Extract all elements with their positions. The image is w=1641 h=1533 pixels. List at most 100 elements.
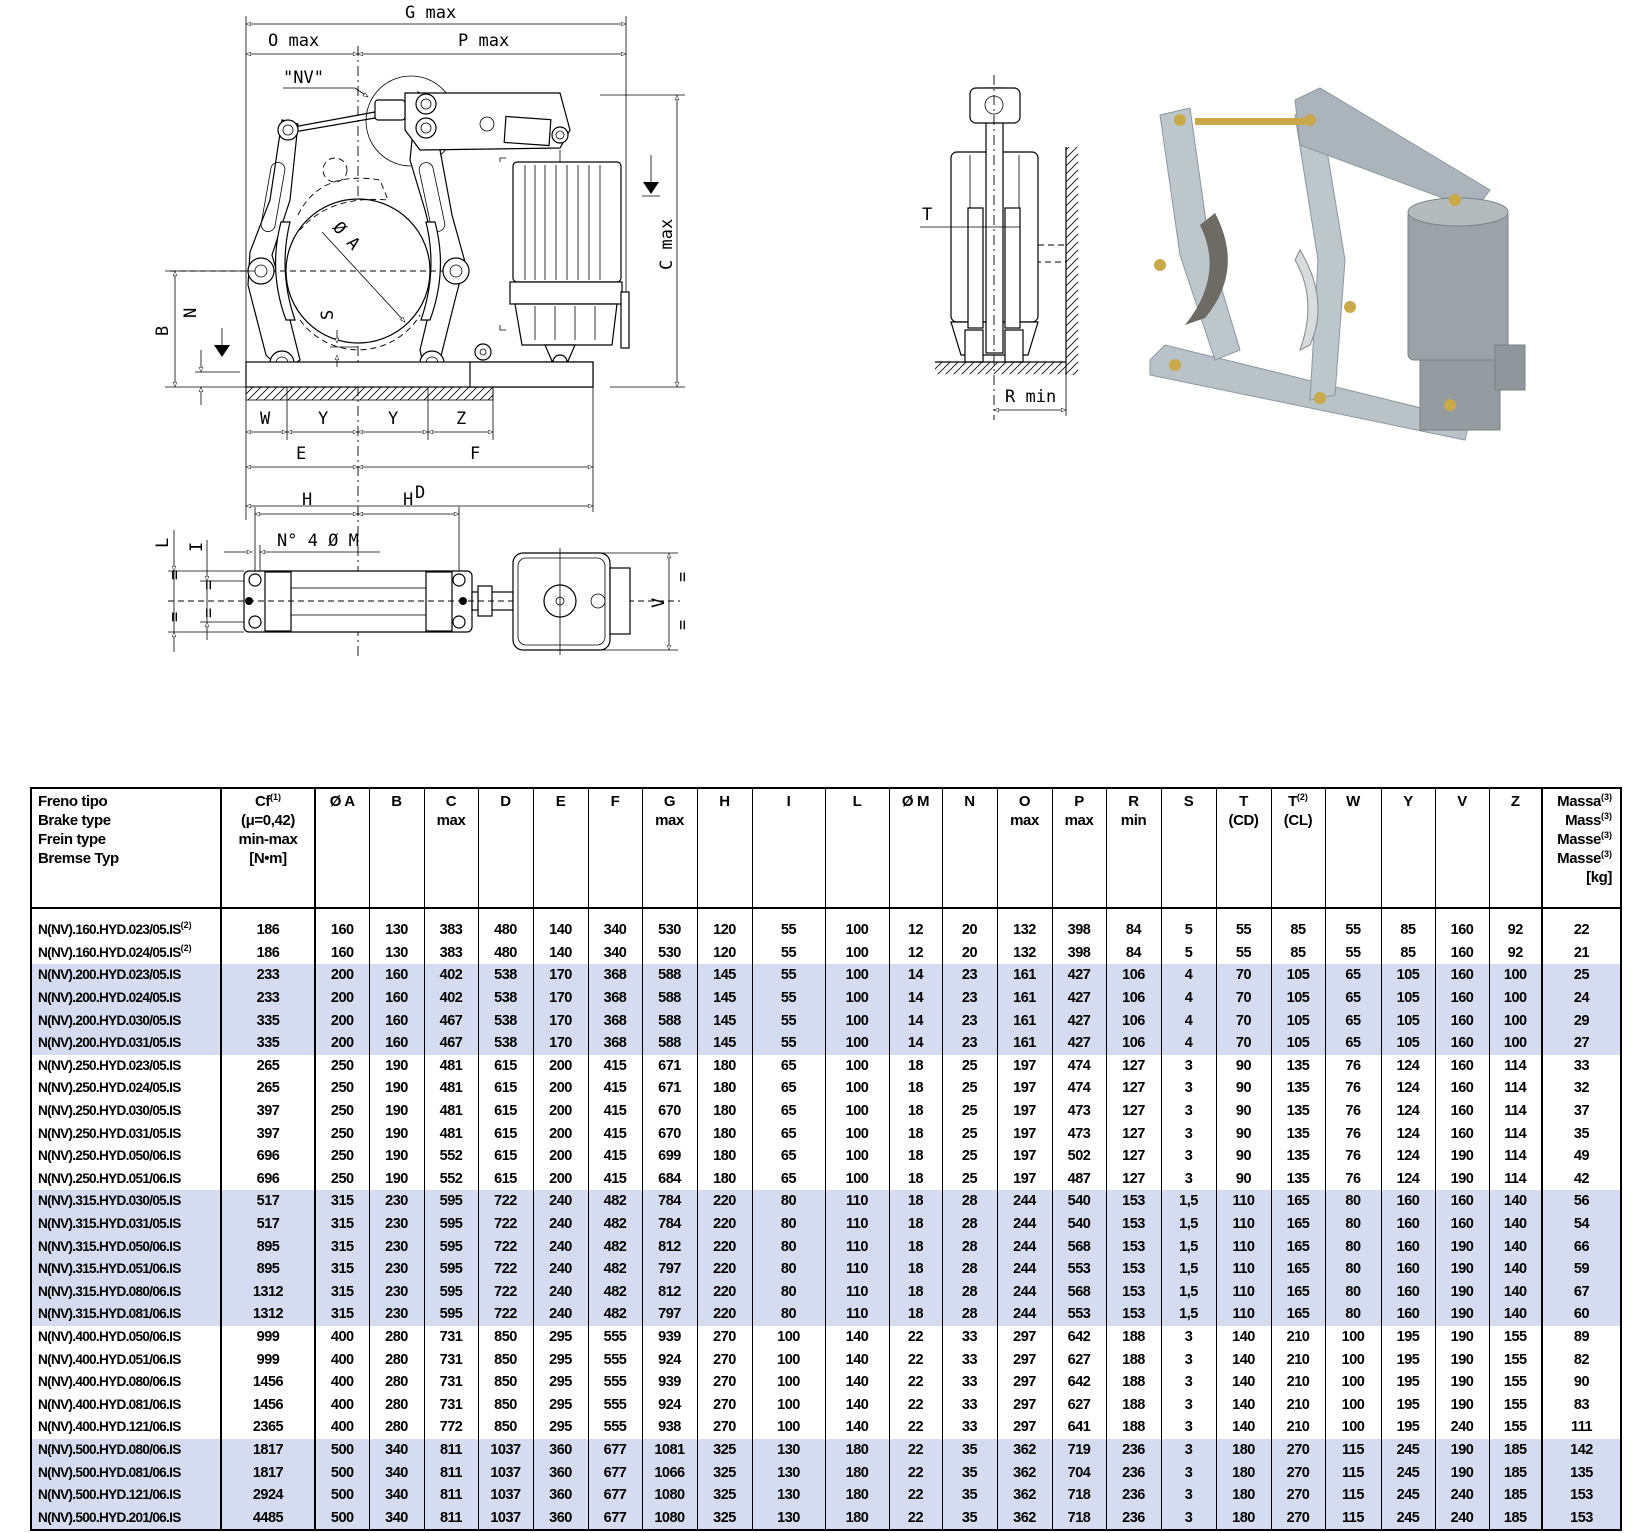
column-header: Z: [1488, 788, 1542, 909]
column-header-line: min: [1120, 812, 1147, 829]
value-cell: 59: [1541, 1257, 1621, 1281]
value-cell: 383: [423, 941, 478, 965]
value-cell: 100: [824, 986, 889, 1010]
value-cell: 402: [423, 986, 478, 1010]
value-cell: 160: [1380, 1257, 1435, 1281]
value-cell: 200: [314, 986, 369, 1010]
brake-type-code: N(NV).250.HYD.024/05.IS: [38, 1080, 181, 1096]
value-cell: 190: [1434, 1144, 1489, 1168]
value-cell: 83: [1541, 1393, 1621, 1417]
value-cell: 29: [1541, 1009, 1621, 1032]
value-cell: 90: [1215, 1077, 1271, 1100]
value-cell: 160: [1434, 1031, 1489, 1055]
value-cell: 722: [477, 1280, 533, 1304]
value-cell: 130: [751, 1506, 825, 1531]
value-cell: 180: [696, 1077, 752, 1100]
value-cell: 895: [220, 1235, 315, 1258]
value-cell: 18: [888, 1303, 942, 1326]
column-header: Y: [1380, 788, 1435, 909]
value-cell: 295: [532, 1416, 588, 1439]
value-cell: 1456: [220, 1393, 315, 1417]
value-cell: 140: [1488, 1235, 1542, 1258]
value-cell: 731: [423, 1325, 478, 1349]
value-cell: 160: [1434, 1212, 1489, 1236]
value-cell: 185: [1488, 1506, 1542, 1531]
column-header-line: R: [1128, 793, 1139, 810]
value-cell: 180: [696, 1144, 752, 1168]
value-cell: 200: [314, 1009, 369, 1032]
value-cell: 110: [1215, 1303, 1271, 1326]
value-cell: 481: [423, 1077, 478, 1100]
brake-type-cell: N(NV).160.HYD.024/05.IS(2): [30, 941, 221, 965]
value-cell: 3: [1160, 1438, 1216, 1462]
value-cell: 100: [1488, 1009, 1542, 1032]
column-header: S: [1160, 788, 1216, 909]
value-cell: 153: [1105, 1257, 1161, 1281]
brake-type-code: N(NV).500.HYD.121/06.IS: [38, 1487, 181, 1503]
value-cell: 132: [996, 919, 1052, 942]
value-cell: 160: [1380, 1303, 1435, 1326]
value-cell: 185: [1488, 1483, 1542, 1507]
value-cell: 160: [1434, 919, 1489, 942]
value-cell: 731: [423, 1348, 478, 1371]
column-header-line: Massa: [1557, 793, 1601, 810]
value-cell: 66: [1541, 1235, 1621, 1258]
value-cell: 180: [824, 1483, 889, 1507]
value-cell: 4: [1160, 1009, 1216, 1032]
value-cell: 482: [587, 1303, 642, 1326]
value-cell: 100: [751, 1325, 825, 1349]
value-cell: 186: [220, 941, 315, 965]
value-cell: 55: [751, 919, 825, 942]
value-cell: 200: [532, 1144, 588, 1168]
column-header-line: T: [1239, 793, 1248, 810]
nv-detail-label: "NV": [283, 68, 324, 88]
brake-type-code: N(NV).200.HYD.031/05.IS: [38, 1035, 181, 1051]
footnote-marker: (2): [180, 920, 192, 931]
value-cell: 568: [1051, 1280, 1106, 1304]
value-cell: 140: [1215, 1348, 1271, 1371]
value-cell: 160: [1380, 1280, 1435, 1304]
value-cell: 696: [220, 1144, 315, 1168]
footnote-marker: (3): [1601, 811, 1612, 821]
value-cell: 55: [751, 986, 825, 1010]
value-cell: 100: [824, 1009, 889, 1032]
value-cell: 22: [888, 1393, 942, 1417]
column-header-line: Mass: [1565, 812, 1601, 829]
value-cell: 124: [1380, 1122, 1435, 1145]
value-cell: 100: [824, 1144, 889, 1168]
value-cell: 642: [1051, 1370, 1106, 1394]
value-cell: 812: [641, 1235, 697, 1258]
value-cell: 553: [1051, 1303, 1106, 1326]
value-cell: 671: [641, 1054, 697, 1078]
value-cell: 135: [1270, 1099, 1325, 1123]
brake-type-code: N(NV).200.HYD.023/05.IS: [38, 967, 181, 983]
value-cell: 230: [368, 1303, 424, 1326]
column-header-line: I: [786, 793, 791, 810]
value-cell: 160: [1434, 1190, 1489, 1213]
value-cell: 110: [824, 1280, 889, 1304]
value-cell: 35: [941, 1483, 997, 1507]
value-cell: 28: [941, 1190, 997, 1213]
value-cell: 627: [1051, 1348, 1106, 1371]
value-cell: 115: [1324, 1461, 1381, 1484]
value-cell: 297: [996, 1393, 1052, 1417]
value-cell: 165: [1270, 1190, 1325, 1213]
value-cell: 22: [888, 1438, 942, 1462]
value-cell: 155: [1488, 1370, 1542, 1394]
value-cell: 80: [751, 1190, 825, 1213]
value-cell: 105: [1380, 1009, 1435, 1032]
value-cell: 160: [368, 964, 424, 987]
value-cell: 85: [1270, 919, 1325, 942]
value-cell: 22: [888, 1416, 942, 1439]
value-cell: 23: [941, 1009, 997, 1032]
column-header-line: (μ=0,42): [241, 812, 295, 829]
product-photo: [1149, 87, 1526, 441]
value-cell: 3: [1160, 1325, 1216, 1349]
column-header: E: [532, 788, 588, 909]
value-cell: 140: [824, 1325, 889, 1349]
column-header-line: Ø A: [329, 793, 355, 810]
value-cell: 240: [1434, 1506, 1489, 1531]
